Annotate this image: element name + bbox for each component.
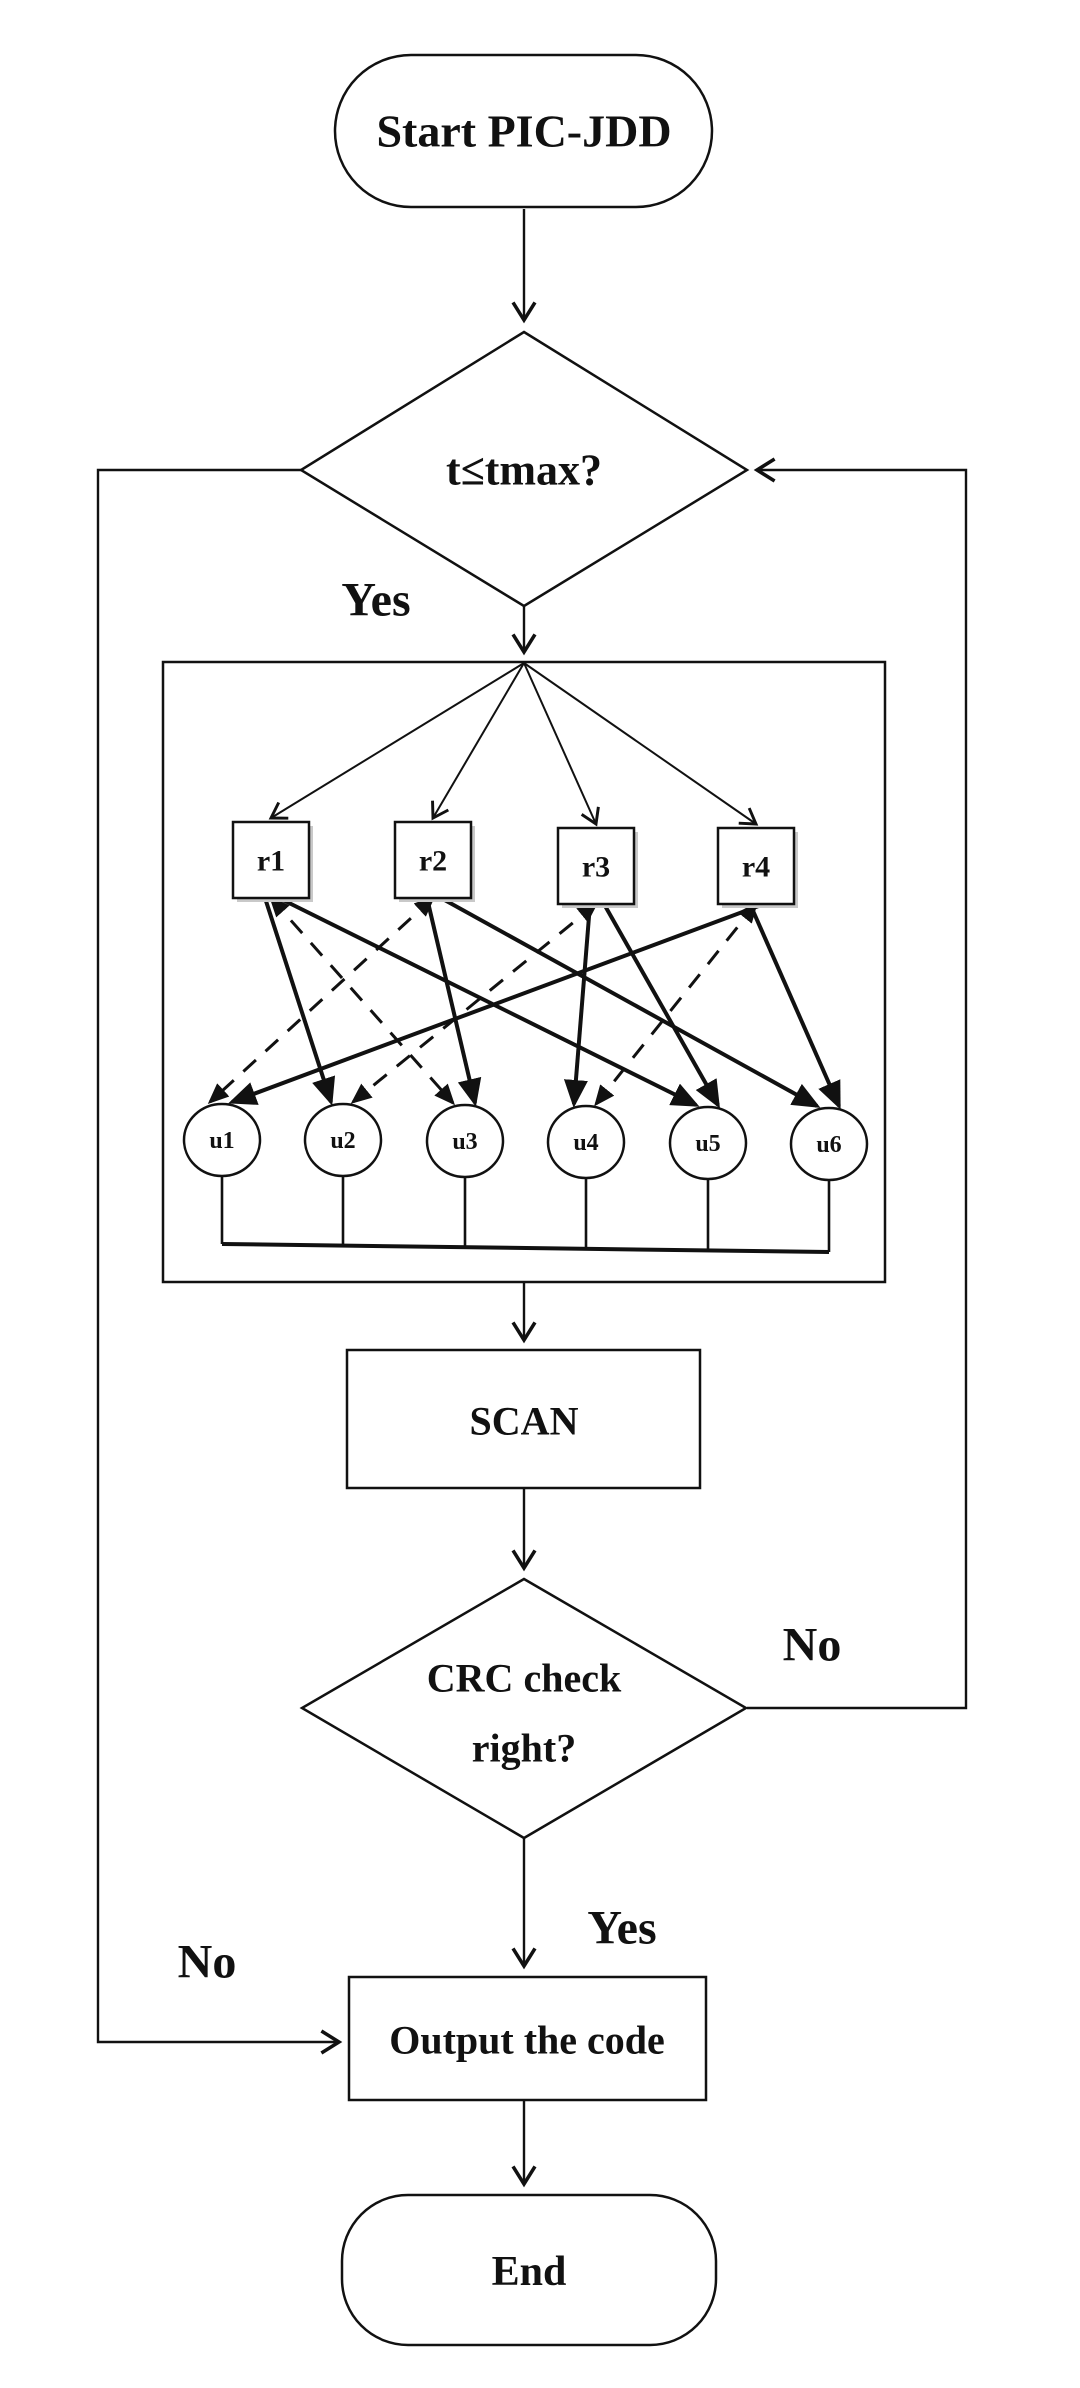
end-node (340, 2193, 718, 2347)
start-node (333, 53, 714, 209)
loop-no-left (96, 468, 343, 2055)
u2-node (303, 1102, 383, 1178)
start-label: Start PIC-JDD (376, 106, 671, 157)
output-label: Output the code (389, 2018, 665, 2063)
fan-arrow-r1 (268, 662, 525, 820)
u3-label: u3 (452, 1129, 477, 1155)
r3-node (556, 826, 636, 906)
check-nodes: r1 r2 r3 r4 (231, 820, 798, 908)
u4-node (546, 1104, 626, 1180)
edge-r1-u5-solid (278, 896, 700, 1107)
branch-label-no-right: No (783, 1619, 842, 1672)
u5-node (668, 1105, 748, 1181)
fan-arrow-r4 (523, 662, 759, 826)
u1-label: u1 (209, 1128, 234, 1154)
edge-r3-u4-solid (563, 903, 592, 1108)
fan-arrow-r2 (431, 662, 525, 821)
edge-r2-u3-solid (425, 897, 482, 1107)
r2-node (393, 820, 473, 900)
u6-node (789, 1106, 869, 1182)
u2-label: u2 (330, 1128, 355, 1154)
u1-node (182, 1102, 262, 1178)
branch-label-no-left: No (178, 1936, 237, 1989)
decision-tmax (298, 330, 750, 608)
r3-label: r3 (582, 851, 610, 884)
fan-arrows (268, 662, 759, 827)
r2-label: r2 (419, 845, 447, 878)
u5-label: u5 (695, 1131, 720, 1157)
u-bus-line (221, 1242, 830, 1254)
r1-node (231, 820, 311, 900)
decision-tmax-label: t≤tmax? (446, 446, 602, 495)
edge-r4-u6-solid (748, 903, 841, 1110)
scan-label: SCAN (470, 1399, 579, 1444)
u6-label: u6 (816, 1132, 841, 1158)
u4-label: u4 (573, 1130, 598, 1156)
r4-node (716, 826, 796, 906)
edge-r4-u1-solid (228, 902, 765, 1105)
u3-node (425, 1103, 505, 1179)
r4-label: r4 (742, 851, 770, 884)
loop-no-right (747, 457, 968, 1710)
edge-r4-u4-dashed (594, 901, 758, 1107)
branch-label-yes-bottom: Yes (587, 1902, 656, 1955)
tanner-graph-box (161, 660, 887, 1284)
decision-crc-line1: CRC check (427, 1656, 622, 1701)
decision-crc (299, 1577, 749, 1840)
u-node-bus-wiring (220, 1176, 831, 1254)
r1-label: r1 (257, 845, 285, 878)
edge-r2-u1-dashed (207, 895, 436, 1105)
end-label: End (492, 2249, 567, 2295)
fan-arrow-r3 (523, 662, 600, 827)
decision-crc-line2: right? (472, 1726, 576, 1771)
variable-nodes: u1 u2 u3 u4 u5 u6 (182, 1102, 869, 1182)
output-node (347, 1975, 708, 2102)
branch-label-yes-top: Yes (341, 574, 410, 627)
scan-node (345, 1348, 702, 1490)
tanner-edges (207, 895, 841, 1110)
edge-r3-u2-dashed (350, 902, 599, 1104)
